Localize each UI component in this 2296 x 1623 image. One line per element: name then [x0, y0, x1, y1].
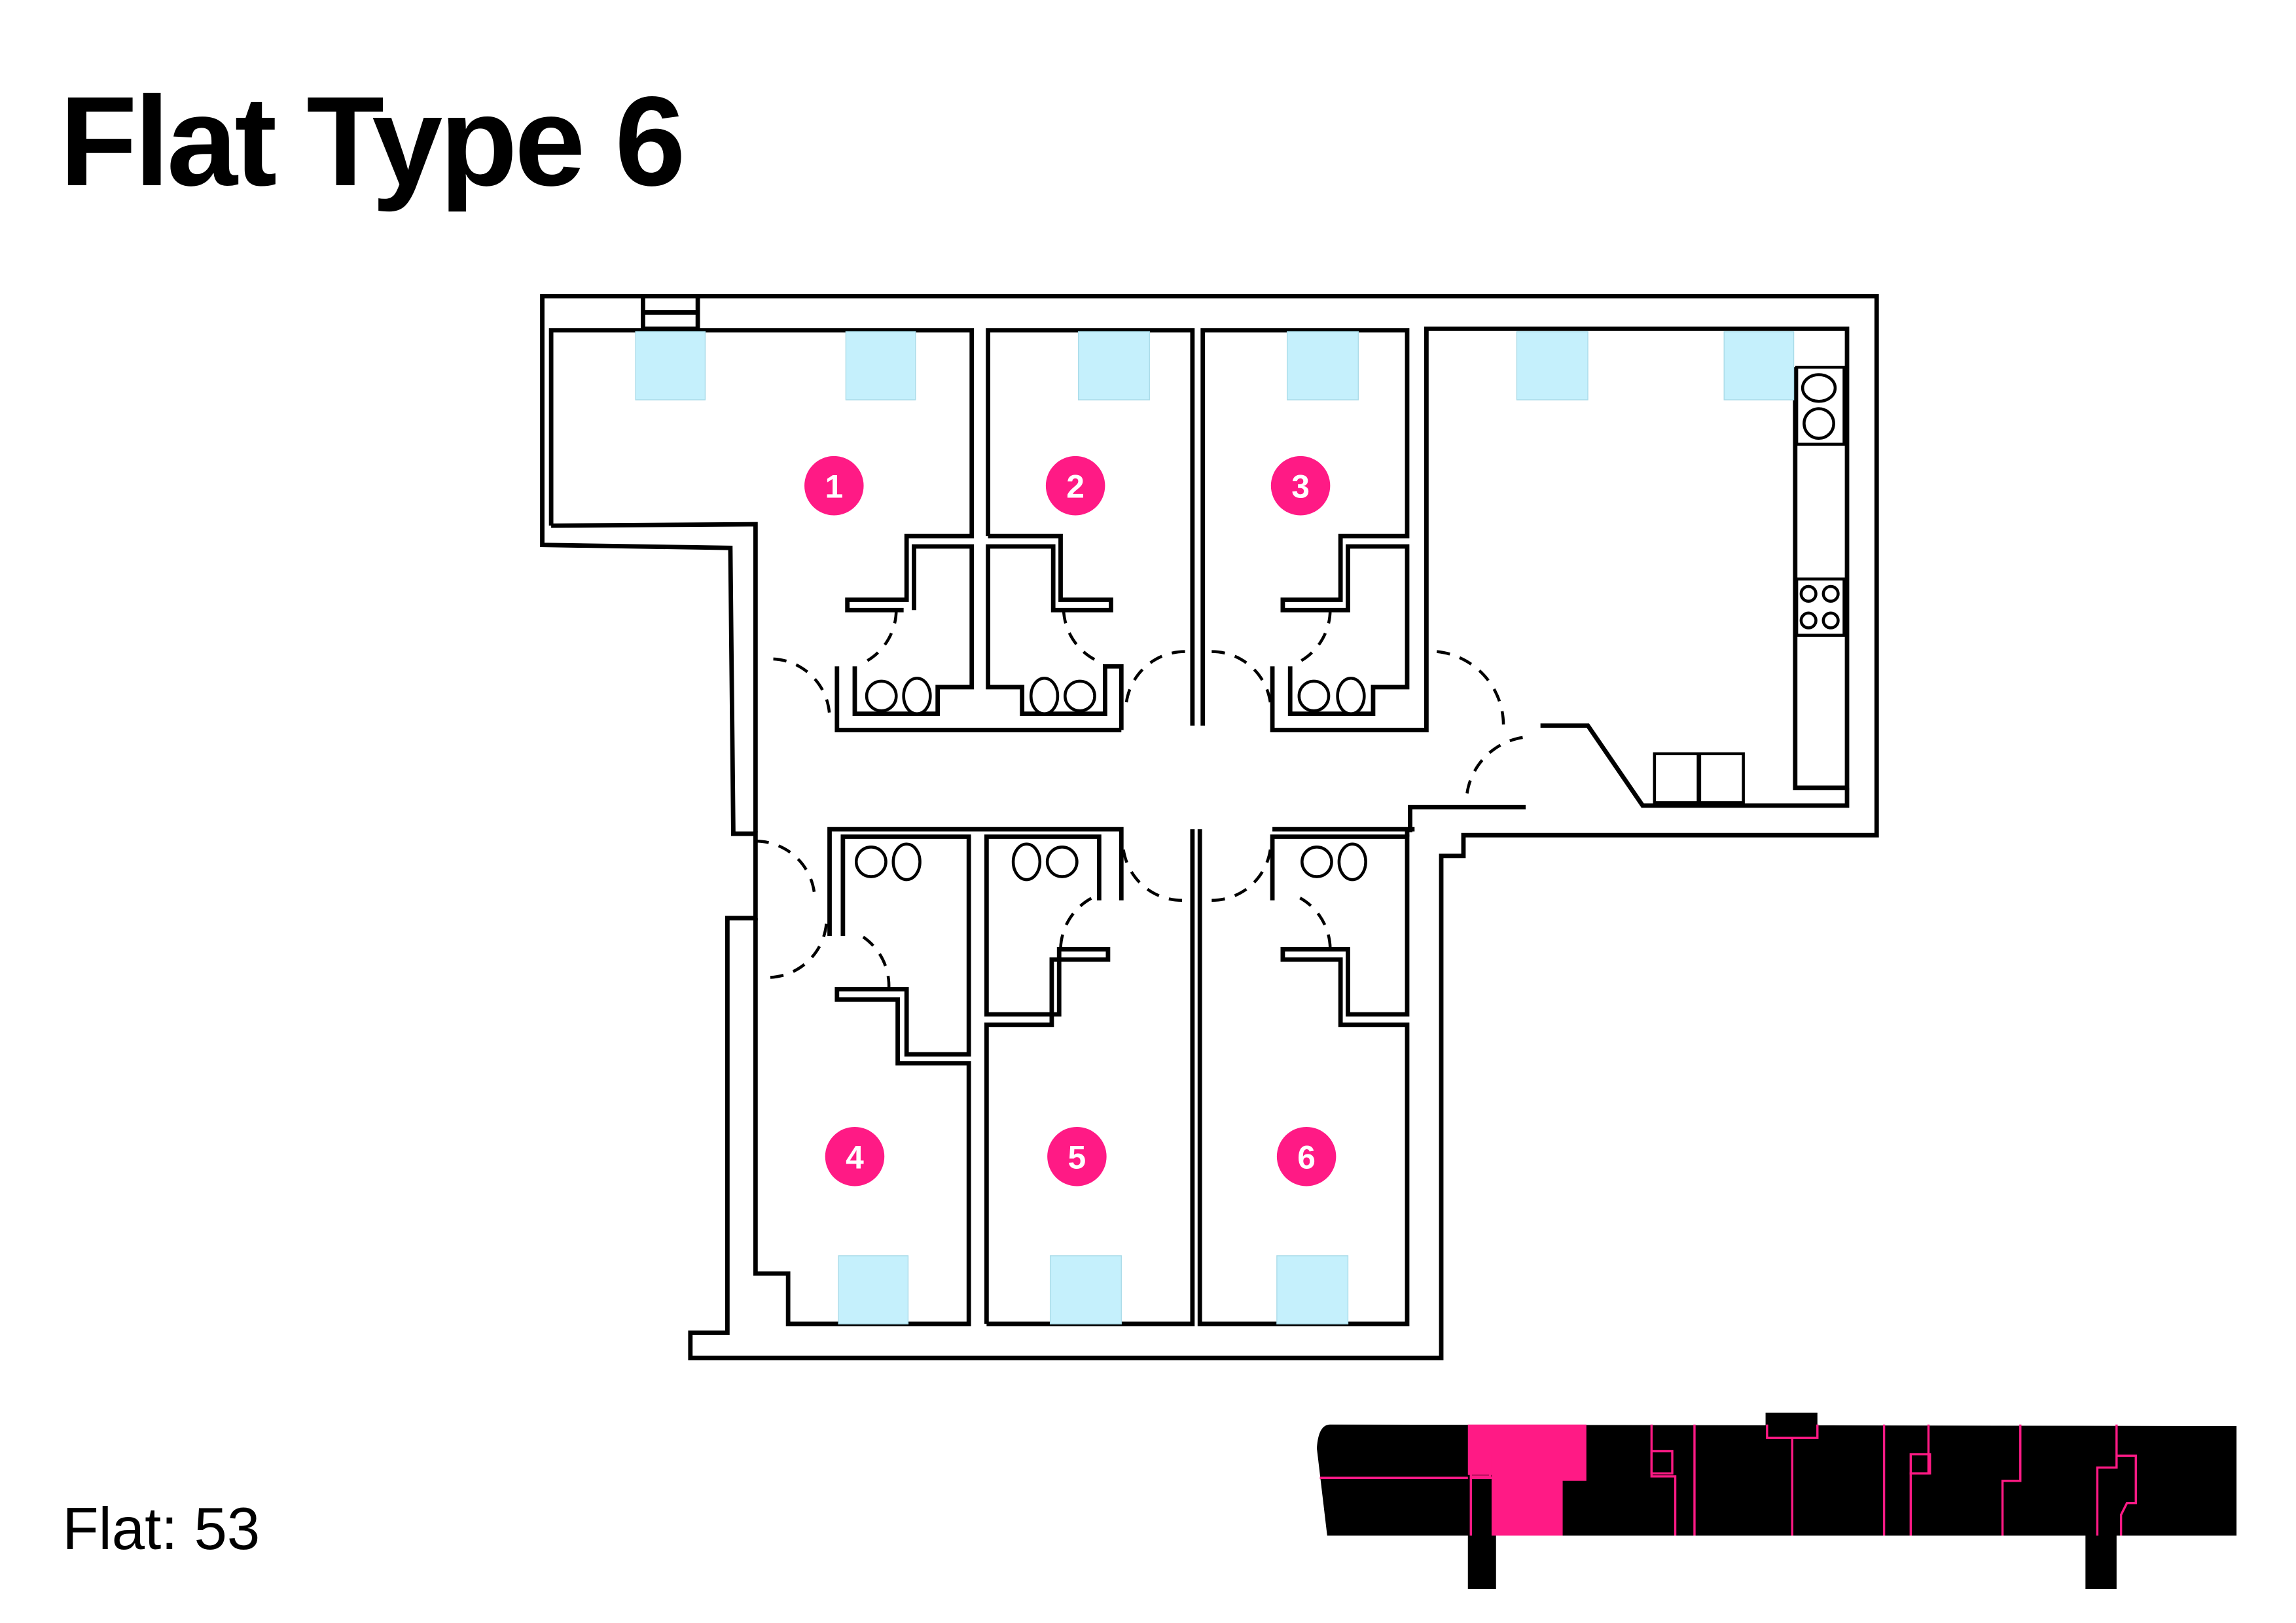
room-badge-4: 4: [825, 1126, 885, 1186]
outer-wall: [540, 294, 1879, 1361]
room-badge-3: 3: [1270, 455, 1331, 516]
door-swing: [773, 657, 831, 719]
page-title: Flat Type 6: [60, 71, 683, 213]
windows: [635, 331, 1795, 1325]
svg-text:4: 4: [846, 1139, 864, 1175]
room-2-walls: [986, 328, 1195, 726]
room-badge-5: 5: [1047, 1126, 1107, 1186]
room-5-walls: [986, 829, 1195, 1327]
room-6-walls: [1197, 829, 1410, 1327]
svg-text:1: 1: [825, 468, 843, 505]
ensuite-fixtures: [854, 677, 1367, 882]
svg-text:2: 2: [1066, 468, 1085, 505]
room-badge-2: 2: [1045, 455, 1105, 516]
room-badge-6: 6: [1276, 1126, 1336, 1186]
svg-text:6: 6: [1297, 1139, 1316, 1175]
flat-number: Flat: 53: [62, 1496, 260, 1562]
room-1-walls: [548, 328, 975, 613]
room-badge-1: 1: [804, 455, 864, 516]
key-plan: [1316, 1412, 2237, 1589]
svg-text:3: 3: [1291, 468, 1310, 505]
key-plan-highlight: [1467, 1424, 1587, 1536]
svg-text:5: 5: [1068, 1139, 1086, 1175]
floor-plan: 1 2 3 4 5 6: [540, 294, 1879, 1361]
room-4-walls: [753, 834, 971, 1327]
room-3-walls: [1200, 328, 1410, 726]
